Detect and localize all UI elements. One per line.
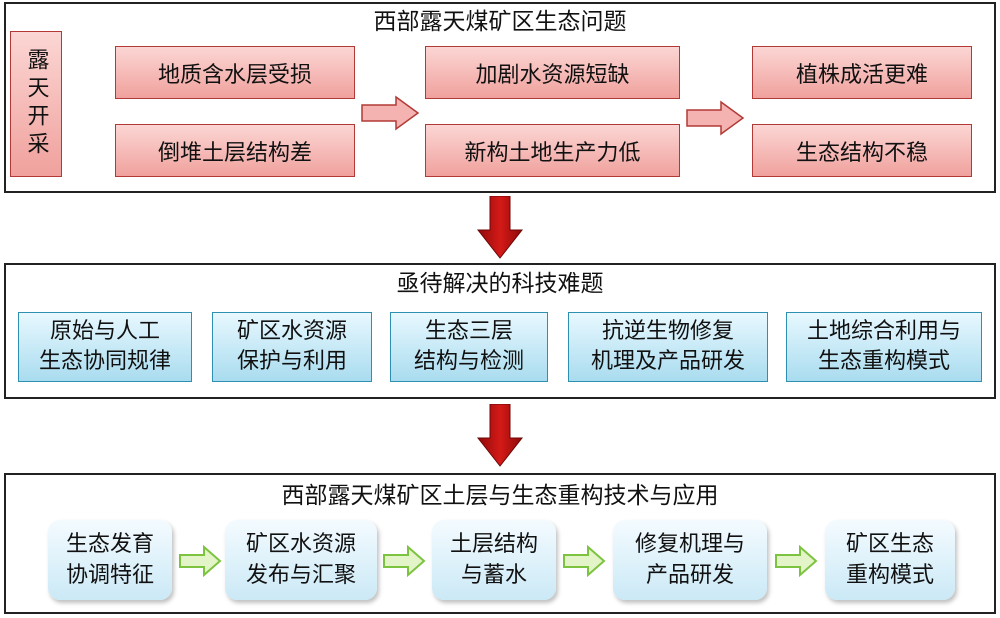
challenge-bio-restoration: 抗逆生物修复机理及产品研发 (568, 312, 768, 382)
right-arrow-icon (563, 545, 606, 577)
technology-title: 西部露天煤矿区土层与生态重构技术与应用 (281, 483, 719, 509)
problem-ecology-unstable: 生态结构不稳 (752, 124, 972, 177)
challenge-water-resource: 矿区水资源保护与利用 (212, 312, 372, 382)
right-arrow-icon (179, 545, 222, 577)
problem-aquifer-damaged: 地质含水层受损 (115, 46, 355, 99)
step-soil-structure: 土层结构与蓄水 (432, 520, 556, 600)
problems-title: 西部露天煤矿区生态问题 (373, 9, 627, 35)
problem-plant-survival: 植株成活更难 (752, 46, 972, 99)
step-restoration-mechanism: 修复机理与产品研发 (613, 520, 767, 600)
right-arrow-icon (361, 95, 420, 131)
problem-water-shortage: 加剧水资源短缺 (425, 46, 680, 99)
problem-land-productivity-low: 新构土地生产力低 (425, 124, 680, 177)
open-pit-mining-label: 露天开采 (10, 31, 62, 177)
challenge-land-use: 土地综合利用与生态重构模式 (786, 312, 982, 382)
challenges-title: 亟待解决的科技难题 (396, 271, 604, 297)
challenge-three-layer: 生态三层结构与检测 (390, 312, 548, 382)
step-reconstruction-model: 矿区生态重构模式 (825, 520, 955, 600)
challenge-ecology-synergy: 原始与人工生态协同规律 (18, 312, 192, 382)
down-arrow-icon (476, 404, 524, 467)
right-arrow-icon (686, 100, 745, 136)
right-arrow-icon (383, 545, 426, 577)
step-water-distribution: 矿区水资源发布与汇聚 (225, 520, 377, 600)
problem-soil-structure-poor: 倒堆土层结构差 (115, 124, 355, 177)
right-arrow-icon (775, 545, 818, 577)
down-arrow-icon (476, 196, 524, 259)
step-ecology-development: 生态发育协调特征 (48, 520, 172, 600)
